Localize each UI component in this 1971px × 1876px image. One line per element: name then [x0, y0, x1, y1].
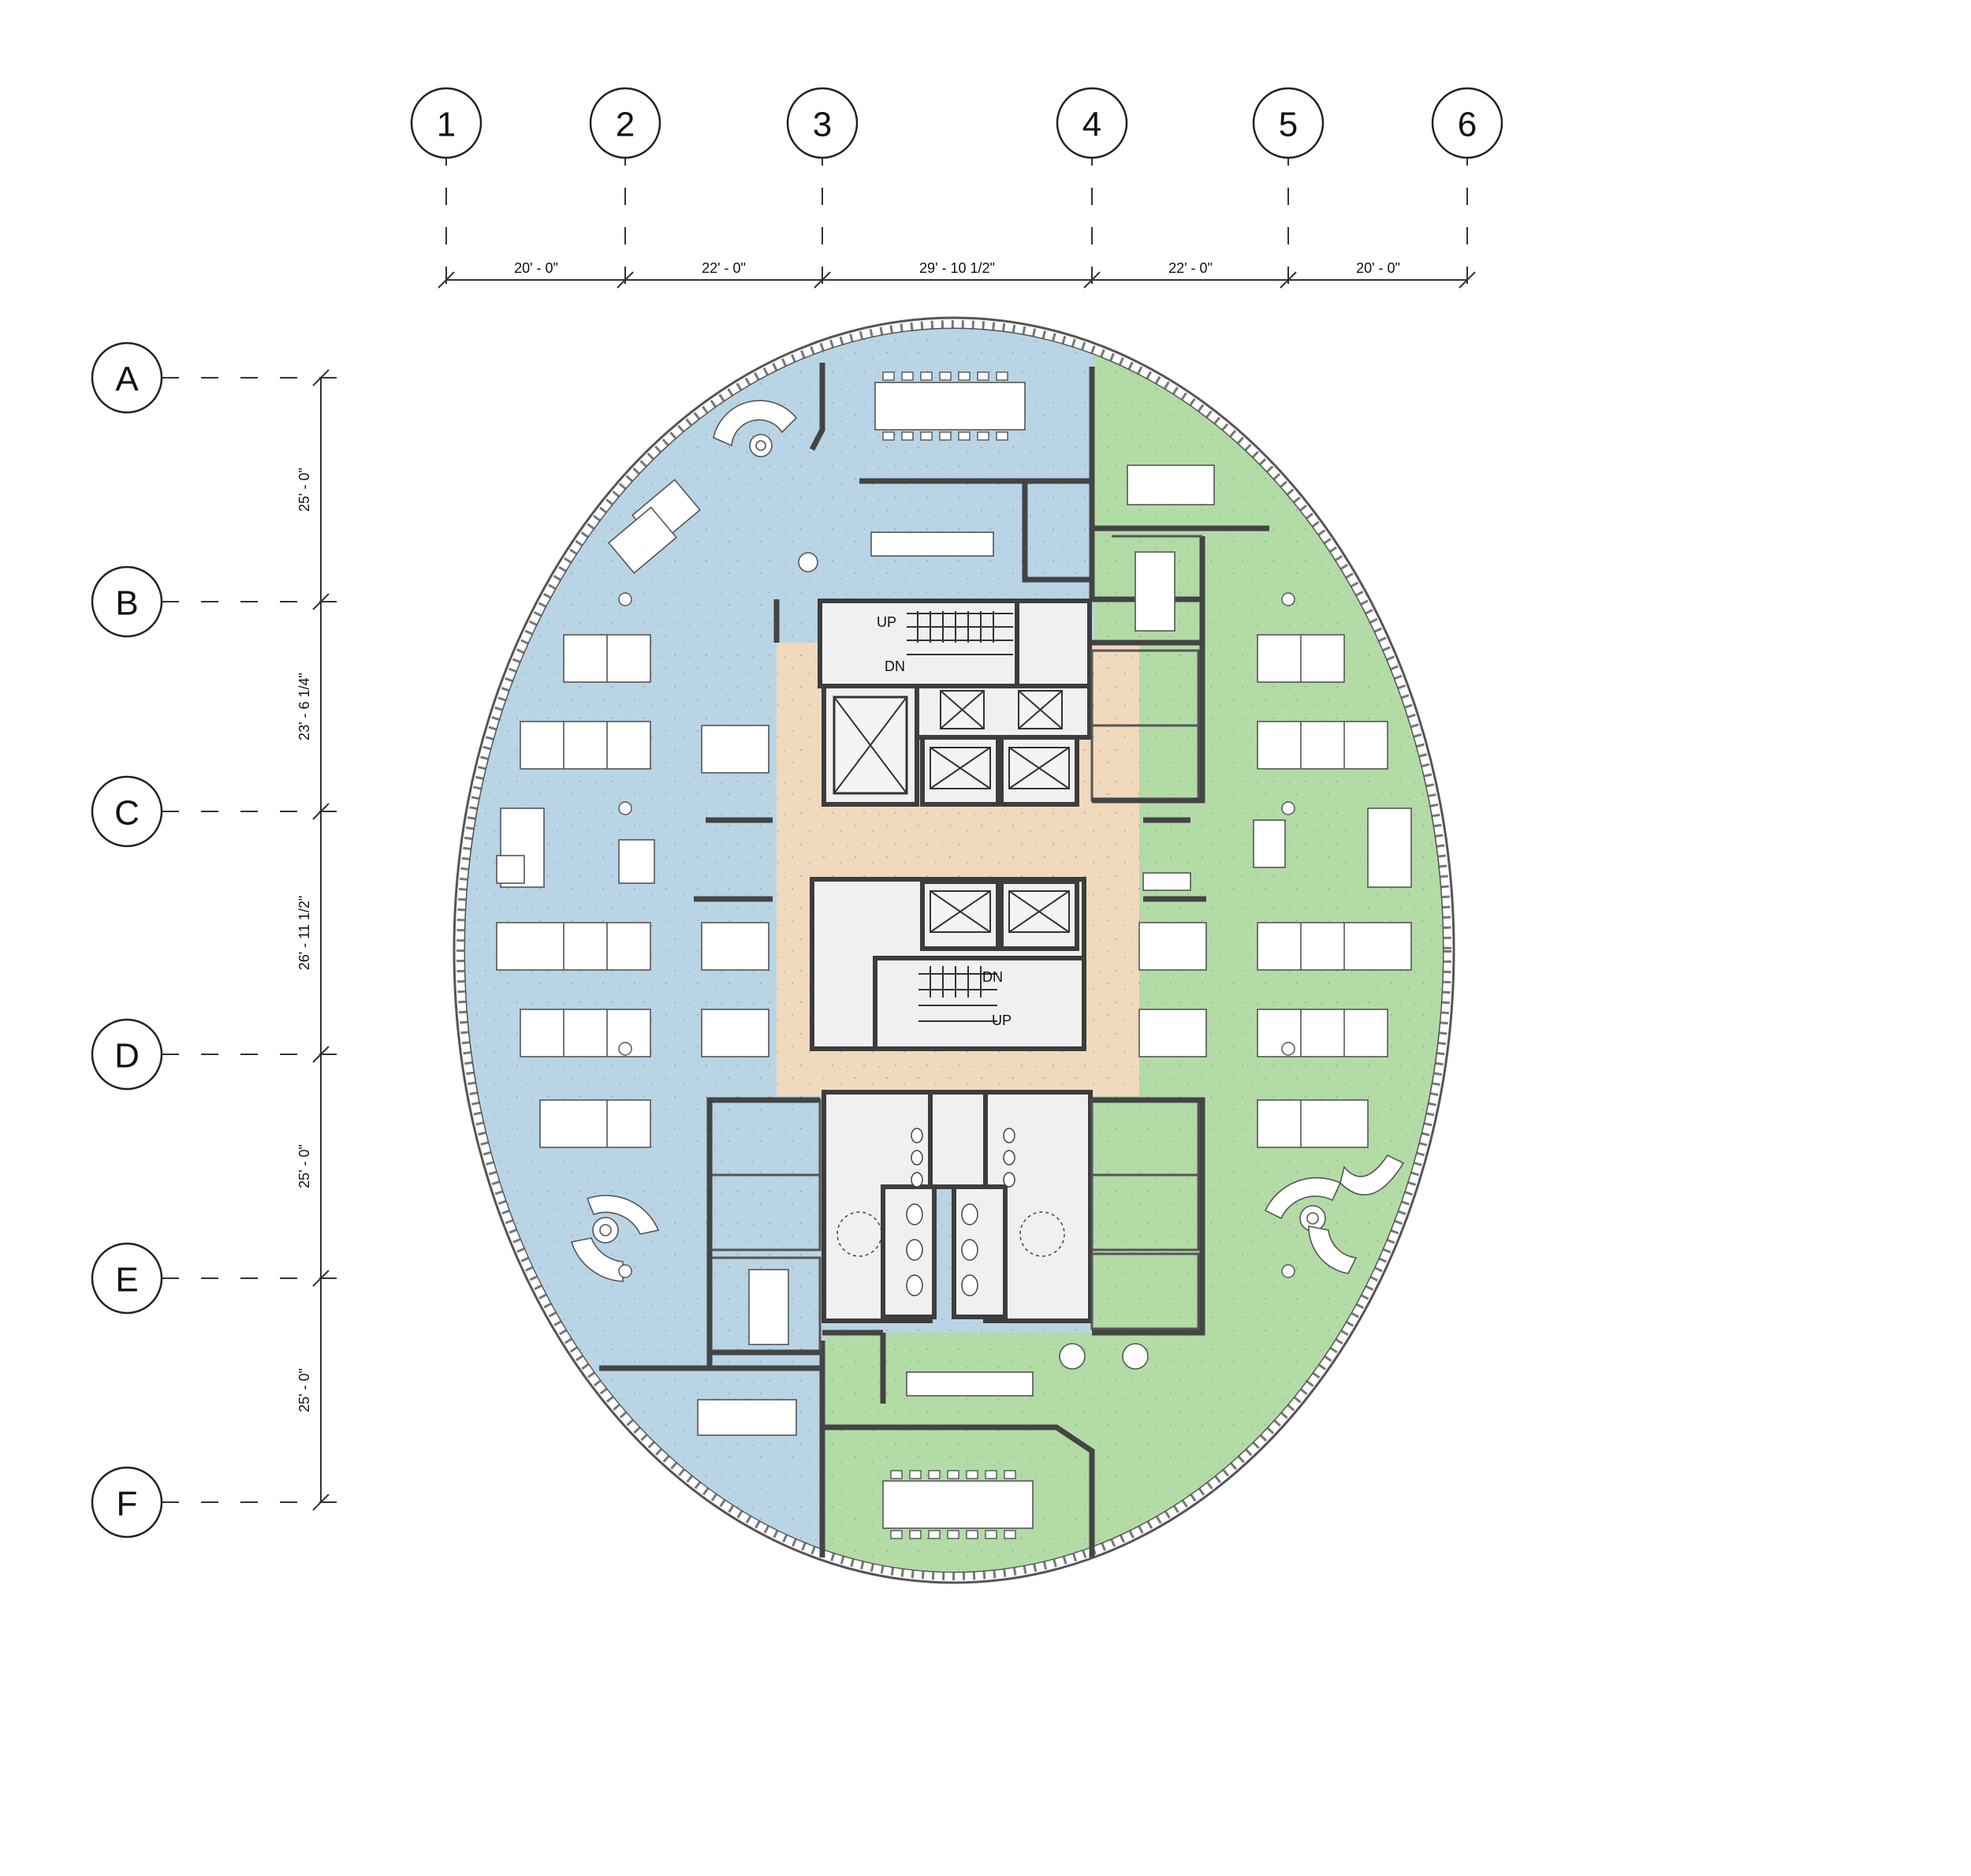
grid-bubble-1 — [410, 87, 483, 159]
dim-row-D-E: 25' - 0" — [296, 1144, 312, 1188]
grid-label-6: 6 — [1458, 106, 1477, 144]
dim-col-1-2: 20' - 0" — [514, 260, 558, 276]
upper-stair-up-label: UP — [877, 614, 896, 630]
dim-row-E-F: 25' - 0" — [296, 1368, 312, 1412]
grid-bubble-5 — [1252, 87, 1325, 159]
grid-bubble-4 — [1056, 87, 1128, 159]
grid-bubble-3 — [786, 87, 859, 159]
grid-label-4: 4 — [1082, 106, 1101, 144]
grid-bubble-F — [91, 1466, 163, 1538]
row-grid: A B C D E F — [91, 341, 351, 1538]
dim-col-3-4: 29' - 10 1/2" — [919, 260, 995, 276]
grid-bubble-C — [91, 775, 163, 848]
grid-bubble-6 — [1431, 87, 1503, 159]
dim-row-C-D: 26' - 11 1/2" — [296, 896, 312, 971]
lower-stair — [873, 956, 1086, 1051]
grid-label-F: F — [117, 1485, 138, 1524]
restroom-fixtures — [836, 1128, 1065, 1296]
grid-label-5: 5 — [1279, 106, 1298, 144]
column-grid: 1 2 3 4 5 6 — [410, 87, 1503, 284]
grid-bubble-D — [91, 1018, 163, 1091]
grid-label-B: B — [115, 584, 138, 623]
upper-stair-down-label: DN — [885, 658, 905, 674]
upper-shaft-room — [1015, 599, 1092, 688]
lounge-seating — [496, 400, 1405, 1370]
grid-label-E: E — [115, 1261, 138, 1300]
dim-row-B-C: 23' - 6 1/4" — [296, 673, 312, 740]
upper-stair-treads — [907, 611, 1013, 655]
dim-col-5-6: 20' - 0" — [1356, 260, 1400, 276]
lower-stair-up-label: UP — [992, 1013, 1012, 1028]
dim-row-A-B: 25' - 0" — [296, 468, 312, 512]
grid-bubble-A — [91, 341, 163, 414]
horizontal-dimension-line: 20' - 0" 22' - 0" 29' - 10 1/2" 22' - 0"… — [438, 260, 1476, 289]
furniture — [496, 371, 1412, 1539]
grid-label-3: 3 — [813, 106, 832, 144]
lower-stair-treads — [918, 966, 997, 1022]
dim-col-4-5: 22' - 0" — [1168, 260, 1213, 276]
east-workstations — [1138, 634, 1412, 1148]
grid-bubble-E — [91, 1242, 163, 1315]
grid-bubble-2 — [589, 87, 661, 159]
lower-stair-down-label: DN — [982, 969, 1003, 985]
interior-walls — [599, 363, 1269, 1557]
grid-bubble-B — [91, 565, 163, 638]
janitor-closet — [928, 1090, 988, 1189]
grid-label-1: 1 — [437, 106, 456, 144]
grid-label-D: D — [114, 1037, 140, 1076]
building-core: UP DN D — [810, 599, 1093, 1323]
vertical-dimension-line: 25' - 0" 23' - 6 1/4" 26' - 11 1/2" 25' … — [296, 369, 330, 1511]
grid-label-A: A — [115, 360, 139, 399]
grid-label-C: C — [114, 794, 140, 833]
grid-label-2: 2 — [616, 106, 635, 144]
dim-col-2-3: 22' - 0" — [702, 260, 746, 276]
